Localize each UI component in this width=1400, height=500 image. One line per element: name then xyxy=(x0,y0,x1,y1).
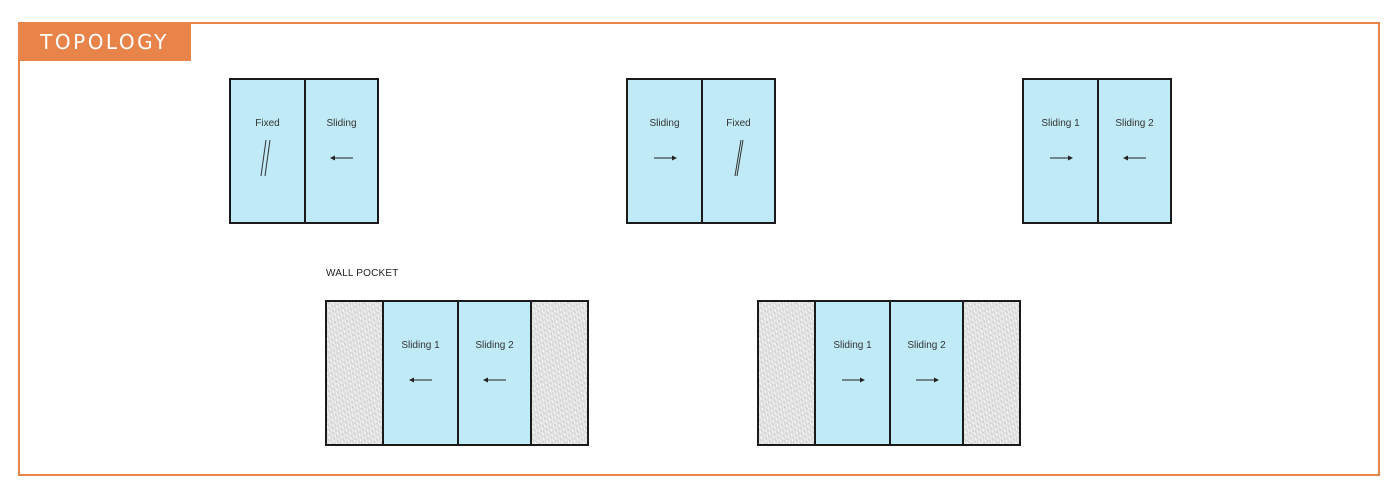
arrow-right-icon xyxy=(915,377,939,383)
glass-panel-fixed: Fixed xyxy=(231,80,304,222)
arrow-left-icon xyxy=(482,377,506,383)
wall-pocket xyxy=(759,302,816,444)
title-tab: TOPOLOGY xyxy=(18,22,191,61)
fixed-glass-hatch-icon xyxy=(260,139,270,177)
door-config-fixed-sliding: Fixed Sliding xyxy=(229,78,379,224)
arrow-right-icon xyxy=(653,155,677,161)
arrow-right-icon xyxy=(841,377,865,383)
glass-panel-sliding-2: Sliding 2 xyxy=(889,302,962,444)
arrow-right-icon xyxy=(1049,155,1073,161)
glass-panel-sliding-2: Sliding 2 xyxy=(1097,80,1170,222)
wall-pocket xyxy=(530,302,587,444)
panel-label: Sliding 1 xyxy=(1041,118,1080,129)
panel-label: Sliding 2 xyxy=(475,340,514,351)
panel-label: Fixed xyxy=(726,118,751,129)
door-config-sliding-fixed: Sliding Fixed xyxy=(626,78,776,224)
panel-label: Fixed xyxy=(255,118,280,129)
door-config-wall-pocket-right: Sliding 1 Sliding 2 xyxy=(757,300,1021,446)
fixed-glass-hatch-icon xyxy=(734,139,743,177)
glass-panel-sliding-1: Sliding 1 xyxy=(816,302,889,444)
topology-frame xyxy=(18,22,1380,476)
glass-panel-sliding: Sliding xyxy=(628,80,701,222)
arrow-left-icon xyxy=(408,377,432,383)
panel-label: Sliding 2 xyxy=(1115,118,1154,129)
arrow-left-icon xyxy=(1122,155,1146,161)
glass-panel-sliding-2: Sliding 2 xyxy=(457,302,530,444)
glass-panel-fixed: Fixed xyxy=(701,80,774,222)
glass-panel-sliding-1: Sliding 1 xyxy=(1024,80,1097,222)
panel-label: Sliding xyxy=(649,118,680,129)
door-config-bi-parting: Sliding 1 Sliding 2 xyxy=(1022,78,1172,224)
door-config-wall-pocket-left: Sliding 1 Sliding 2 xyxy=(325,300,589,446)
arrow-left-icon xyxy=(329,155,353,161)
wall-pocket xyxy=(327,302,384,444)
wall-pocket-label: WALL POCKET xyxy=(326,268,399,279)
panel-label: Sliding 2 xyxy=(907,340,946,351)
glass-panel-sliding-1: Sliding 1 xyxy=(384,302,457,444)
panel-label: Sliding 1 xyxy=(833,340,872,351)
panel-label: Sliding 1 xyxy=(401,340,440,351)
section-title: TOPOLOGY xyxy=(40,30,169,54)
wall-pocket xyxy=(962,302,1019,444)
glass-panel-sliding: Sliding xyxy=(304,80,377,222)
panel-label: Sliding xyxy=(326,118,357,129)
